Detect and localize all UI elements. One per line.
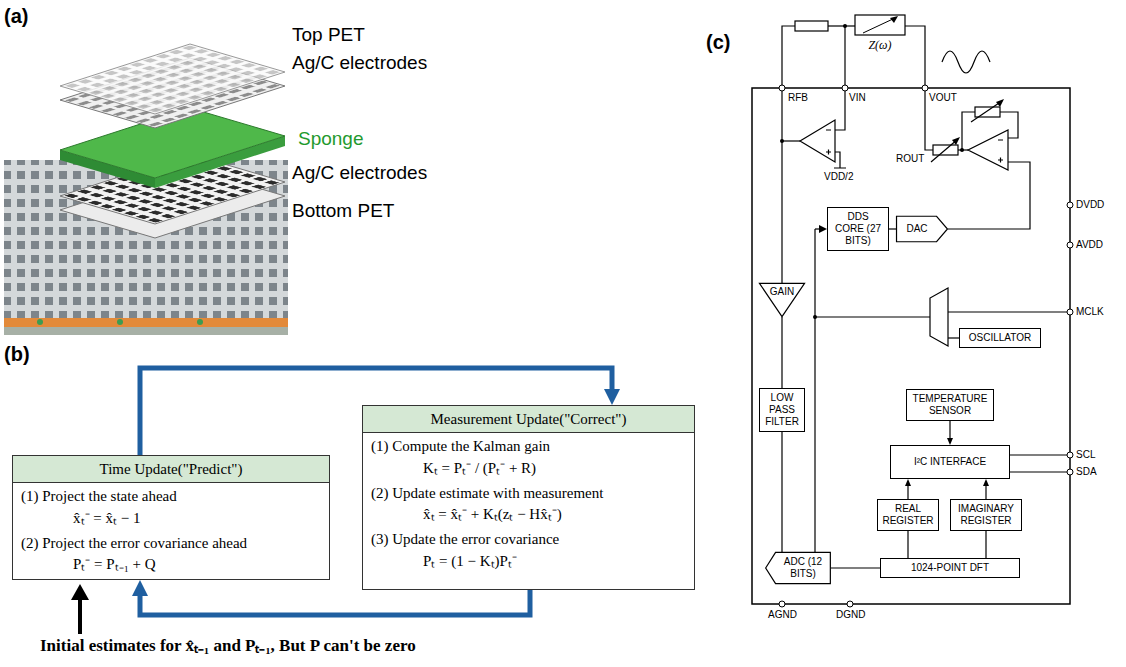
arrow-head (132, 580, 148, 596)
connector-line (949, 421, 950, 438)
layer-label: Sponge (298, 128, 364, 151)
component-name: ROUT (896, 153, 924, 165)
layer-label: Ag/C electrodes (292, 162, 427, 185)
chip-outline (752, 88, 1070, 604)
connector (983, 479, 989, 499)
pin-name: MCLK (1076, 306, 1104, 318)
connector (831, 568, 880, 569)
note-text: Initial estimates for x̂ₜ₋₁ and Pₜ₋₁, Bu… (40, 636, 416, 656)
connector-line (781, 317, 782, 388)
arrow-head (983, 479, 989, 486)
pin-name: DGND (836, 609, 865, 621)
block-label: DAC (906, 223, 927, 235)
block-box: DDS CORE (27 BITS) (827, 207, 889, 251)
connector (782, 432, 783, 552)
junction-dots (780, 24, 964, 319)
connector (905, 479, 911, 499)
equation-text: x̂ₜ⁻ = x̂ₜ − 1 (13, 507, 329, 530)
connector-line (781, 432, 782, 552)
layer-label: Bottom PET (292, 200, 394, 223)
gain-amplifier: GAIN (759, 283, 805, 317)
block-label: DDS CORE (27 BITS) (832, 211, 884, 247)
pin-name: VOUT (929, 92, 957, 104)
pin-name: SDA (1076, 466, 1097, 478)
layer-label: Top PET (292, 24, 365, 47)
block-label: GAIN (770, 286, 794, 298)
pin-name: AGND (768, 609, 797, 621)
equation-text: Pₜ = (1 − Kₜ)Pₜ⁻ (363, 550, 694, 573)
block-label: TEMPERATURE SENSOR (911, 393, 989, 417)
process-box: Time Update("Predict")(1) Project the st… (12, 455, 330, 580)
connector-line (907, 531, 908, 558)
connector-line (985, 486, 986, 499)
block-box: 1024-POINT DFT (880, 558, 1020, 578)
box-text: (1) Compute the Kalman gain (363, 433, 694, 456)
arrow-head (604, 389, 620, 405)
panel-letter: (c) (706, 30, 730, 54)
block-label: LOW PASS FILTER (764, 392, 800, 428)
connector (986, 531, 987, 558)
block-box: TEMPERATURE SENSOR (906, 389, 994, 421)
circuit-wires (782, 21, 1070, 552)
box-heading: Measurement Update("Correct") (363, 406, 694, 433)
top-pet-layer (60, 44, 285, 114)
connector-line (907, 486, 908, 499)
equation-text: x̂ₜ = x̂ₜ⁻ + Kₜ(zₜ − Hx̂ₜ⁻) (363, 503, 694, 526)
pin-name: RFB (788, 92, 808, 104)
pin-name: DVDD (1076, 199, 1104, 211)
block-box: LOW PASS FILTER (759, 388, 805, 432)
panel-letter: (a) (4, 4, 28, 28)
pin-name: VIN (849, 92, 866, 104)
register-box: IMAGINARY REGISTER (950, 499, 1022, 531)
pin-circles (779, 85, 1073, 607)
connector-line (140, 590, 530, 615)
arrow-head (905, 479, 911, 486)
box-text: (2) Project the error covariance ahead (13, 530, 329, 553)
block-label: REAL REGISTER (882, 503, 934, 527)
pin-name: AVDD (1076, 239, 1103, 251)
connector-line (889, 228, 896, 229)
connector (782, 317, 783, 388)
signal-name: VDD/2 (824, 171, 853, 183)
process-box: Measurement Update("Correct")(1) Compute… (362, 405, 695, 590)
arrow-head (947, 438, 953, 445)
block-label: OSCILLATOR (969, 332, 1031, 344)
dac-block: DAC (896, 216, 948, 242)
pin-name: SCL (1076, 449, 1095, 461)
block-label: Z(ω) (853, 38, 907, 52)
box-text: (3) Update the error covariance (363, 526, 694, 549)
impedance-symbol (853, 14, 907, 36)
panel-letter: (b) (4, 342, 30, 366)
box-heading: Time Update("Predict") (13, 456, 329, 483)
block-label: 1024-POINT DFT (911, 562, 989, 574)
init-arrow (71, 584, 89, 634)
register-box: REAL REGISTER (877, 499, 939, 531)
box-text: (2) Update estimate with measurement (363, 480, 694, 503)
block-label: IMAGINARY REGISTER (955, 503, 1017, 527)
box-text: (1) Project the state ahead (13, 483, 329, 506)
connector (947, 421, 953, 445)
impedance-box: Z(ω) (853, 14, 907, 52)
block-label: I²C INTERFACE (914, 456, 986, 468)
adc-block: ADC (12 BITS) (765, 552, 831, 584)
connector (908, 531, 909, 558)
connector-line (985, 531, 986, 558)
layer-label: Ag/C electrodes (292, 52, 427, 75)
connector (889, 229, 896, 230)
block-box: I²C INTERFACE (890, 445, 1010, 479)
equation-text: Pₜ⁻ = Pₜ₋₁ + Q (13, 553, 329, 576)
block-box: OSCILLATOR (959, 328, 1041, 348)
block-label: ADC (12 BITS) (779, 556, 827, 580)
equation-text: Kₜ = Pₜ⁻ / (Pₜ⁻ + R) (363, 457, 694, 480)
connector-line (831, 567, 880, 568)
